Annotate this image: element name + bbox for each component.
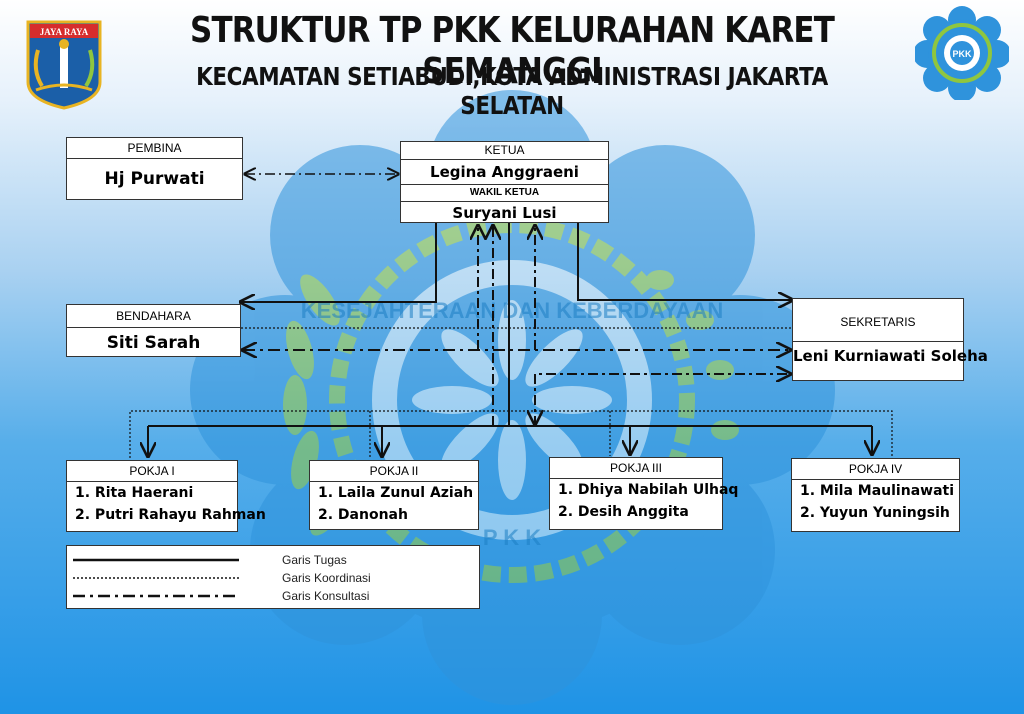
ketua-label: KETUA bbox=[401, 142, 608, 160]
page-title: STRUKTUR TP PKK KELURAHAN KARET SEMANGGI bbox=[190, 10, 835, 92]
pokja-1-member-2: 2. Putri Rahayu Rahman bbox=[75, 507, 266, 523]
bendahara-name: Siti Sarah bbox=[106, 333, 201, 353]
pokja-4-member-1: 1. Mila Maulinawati bbox=[800, 483, 955, 499]
page-subtitle: KECAMATAN SETIABUDI,KOTA ADMINISTRASI JA… bbox=[196, 62, 828, 120]
legend-garis-koordinasi: Garis Koordinasi bbox=[282, 571, 371, 585]
left-logo-text: JAYA RAYA bbox=[40, 27, 89, 37]
pokja-3-member-1: 1. Dhiya Nabilah Ulhaq bbox=[558, 482, 739, 498]
sekretaris-box: SEKRETARIS Leni Kurniawati Soleha bbox=[792, 298, 988, 381]
pokja-2-member-2: 2. Danonah bbox=[318, 507, 408, 523]
emblem-bottom-text: P K K bbox=[483, 525, 541, 550]
line-legend: Garis Tugas Garis Koordinasi Garis Konsu… bbox=[66, 545, 480, 609]
pokja-3-member-2: 2. Desih Anggita bbox=[558, 504, 689, 520]
pokja-4-label: POKJA IV bbox=[792, 459, 959, 480]
sekretaris-label: SEKRETARIS bbox=[840, 315, 916, 329]
pembina-box: PEMBINA Hj Purwati bbox=[66, 137, 243, 200]
jakarta-logo-icon: JAYA RAYA bbox=[26, 20, 102, 110]
pokja-4-member-2: 2. Yuyun Yuningsih bbox=[800, 505, 950, 521]
pkk-logo-icon: PKK bbox=[915, 6, 1009, 100]
pokja-3-box: POKJA III 1. Dhiya Nabilah Ulhaq 2. Desi… bbox=[549, 457, 739, 530]
ketua-box: KETUA Legina Anggraeni WAKIL KETUA Surya… bbox=[400, 141, 609, 223]
pokja-2-box: POKJA II 1. Laila Zunul Aziah 2. Danonah bbox=[309, 460, 479, 530]
pembina-label: PEMBINA bbox=[67, 138, 242, 159]
pokja-1-member-1: 1. Rita Haerani bbox=[75, 485, 194, 501]
legend-line-samples bbox=[73, 558, 239, 598]
ketua-name: Legina Anggraeni bbox=[401, 160, 608, 185]
bendahara-box: BENDAHARA Siti Sarah bbox=[66, 304, 241, 357]
pokja-1-label: POKJA I bbox=[67, 461, 237, 482]
right-logo-text: PKK bbox=[952, 49, 972, 59]
pokja-1-box: POKJA I 1. Rita Haerani 2. Putri Rahayu … bbox=[66, 460, 266, 532]
pokja-4-box: POKJA IV 1. Mila Maulinawati 2. Yuyun Yu… bbox=[791, 458, 960, 532]
bendahara-label: BENDAHARA bbox=[67, 305, 240, 328]
legend-garis-konsultasi: Garis Konsultasi bbox=[282, 589, 370, 603]
sekretaris-name: Leni Kurniawati Soleha bbox=[793, 341, 988, 366]
pembina-name: Hj Purwati bbox=[104, 169, 205, 189]
pokja-2-member-1: 1. Laila Zunul Aziah bbox=[318, 485, 474, 501]
pokja-3-label: POKJA III bbox=[550, 458, 722, 479]
pokja-2-label: POKJA II bbox=[310, 461, 478, 482]
wakil-ketua-name: Suryani Lusi bbox=[452, 204, 557, 222]
legend-garis-tugas: Garis Tugas bbox=[282, 553, 347, 567]
wakil-ketua-label: WAKIL KETUA bbox=[401, 185, 608, 202]
